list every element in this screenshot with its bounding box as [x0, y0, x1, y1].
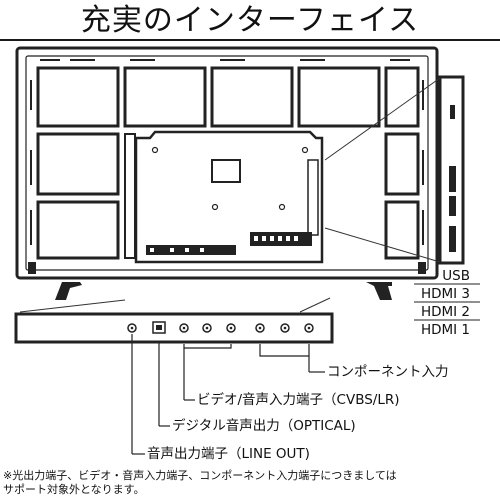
page-title: 充実のインターフェイス — [80, 3, 420, 38]
support-note: ※光出力端子、ビデオ・音声入力端子、コンポーネント入力端子につきましては サポー… — [3, 469, 497, 497]
tv-back-panel — [15, 46, 439, 280]
digital-audio-output-label: デジタル音声出力（OPTICAL) — [172, 418, 356, 434]
support-note-line2: サポート対象外となります。 — [3, 483, 145, 496]
video-audio-input-label: ビデオ/音声入力端子（CVBS/LR) — [197, 392, 400, 408]
line-out-label: 音声出力端子（LINE OUT) — [147, 446, 310, 462]
hdmi1-label: HDMI 1 — [420, 322, 470, 338]
component-input-label: コンポーネント入力 — [327, 364, 449, 380]
side-port-panel — [438, 75, 465, 265]
bottom-port-strip — [14, 297, 334, 344]
usb-label: USB — [442, 268, 470, 284]
hdmi3-label: HDMI 3 — [420, 286, 470, 302]
support-note-line1: ※光出力端子、ビデオ・音声入力端子、コンポーネント入力端子につきましては — [3, 469, 397, 482]
title-underline — [0, 39, 500, 41]
tv-stand-feet — [55, 282, 392, 300]
hdmi2-label: HDMI 2 — [420, 304, 470, 320]
